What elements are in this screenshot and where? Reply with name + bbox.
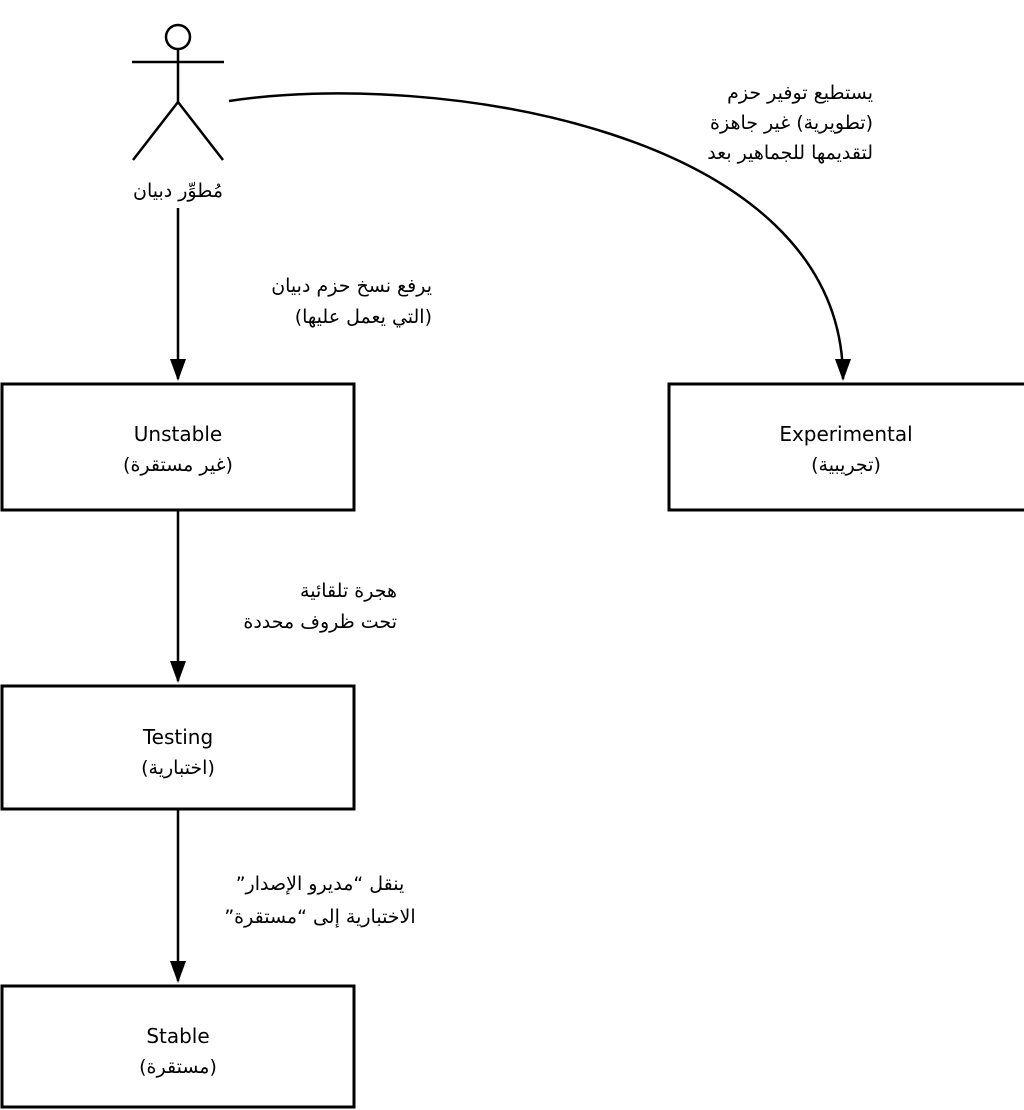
actor-label: مُطوِّر دبيان: [133, 180, 223, 202]
release-label-line1: ينقل “مديرو الإصدار”: [236, 873, 405, 895]
upload-label-line1: يرفع نسخ حزم دبيان: [271, 275, 432, 297]
experimental-box-rect: [667, 382, 1024, 512]
actor-head-icon: [164, 23, 192, 51]
actor-right-leg-line: [177, 101, 224, 161]
unstable-box-subtitle: (غير مستقرة): [123, 454, 233, 476]
unstable-box-title: Unstable: [134, 422, 222, 446]
experimental-box-subtitle: (تجريبية): [811, 454, 881, 476]
experimental-box: Experimental (تجريبية): [667, 382, 1024, 512]
experimental-label-line1: يستطيع توفير حزم: [727, 82, 873, 104]
actor-figure: [132, 23, 224, 161]
unstable-box: Unstable (غير مستقرة): [0, 382, 356, 512]
actor-left-leg-line: [132, 101, 179, 161]
release-label-line2: الاختبارية إلى “مستقرة”: [224, 906, 415, 929]
testing-box-title: Testing: [142, 725, 213, 749]
migration-label-line1: هجرة تلقائية: [300, 580, 397, 602]
stable-box-subtitle: (مستقرة): [139, 1056, 217, 1078]
upload-label-line2: (التي يعمل عليها): [295, 306, 432, 328]
migration-label-line2: تحت ظروف محددة: [243, 611, 397, 633]
experimental-box-title: Experimental: [779, 422, 912, 446]
stable-box: Stable (مستقرة): [0, 984, 356, 1109]
testing-box-subtitle: (اختبارية): [141, 757, 215, 779]
arrow-actor-to-experimental: [228, 92, 851, 381]
unstable-box-rect: [0, 382, 356, 512]
stable-box-rect: [0, 984, 356, 1109]
testing-box-rect: [0, 684, 356, 811]
experimental-label-line2: (تطويرية) غير جاهزة: [710, 112, 873, 134]
experimental-label-line3: لتقديمها للجماهير بعد: [707, 142, 873, 164]
testing-box: Testing (اختبارية): [0, 684, 356, 811]
stable-box-title: Stable: [146, 1024, 209, 1048]
